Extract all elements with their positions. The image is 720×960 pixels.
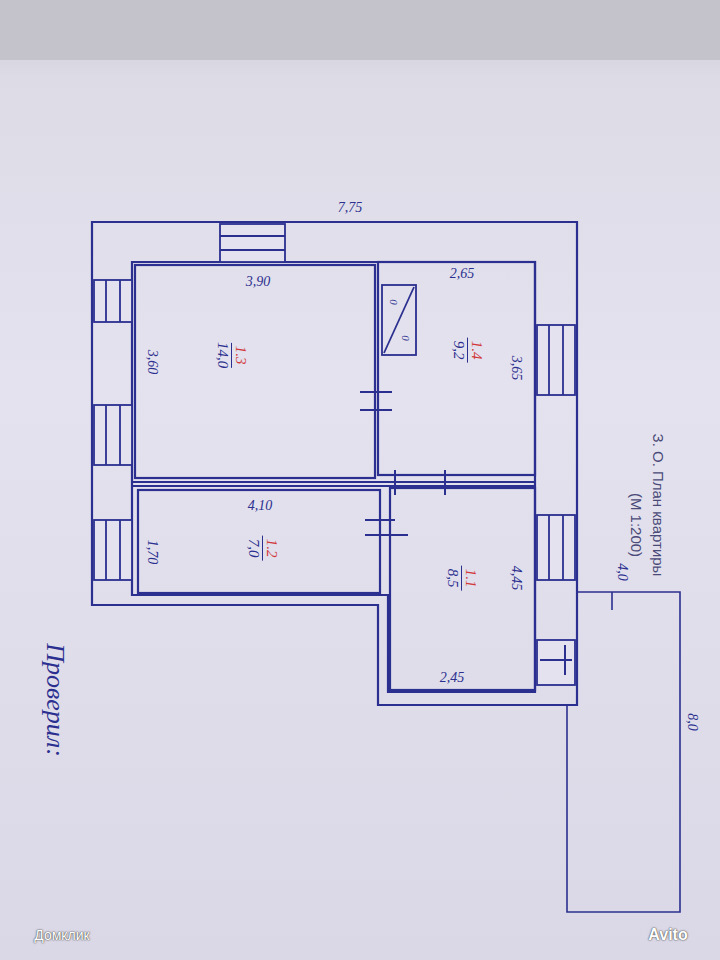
- signature-note: Проверил:: [42, 643, 68, 757]
- door-marks: [360, 392, 572, 675]
- watermark: Avito: [648, 927, 687, 943]
- room-area: 8,5: [445, 569, 462, 588]
- dimension: 2,45: [440, 671, 465, 685]
- watermark: Домклик: [34, 928, 89, 942]
- room-number: 1.4: [468, 338, 486, 363]
- windows: [94, 224, 575, 685]
- dimension: 3,60: [145, 350, 159, 375]
- dimension: 7,75: [338, 201, 363, 215]
- paper-shadow: [0, 0, 720, 60]
- plot-outline: [567, 592, 680, 912]
- dimension: 4,0: [615, 563, 629, 581]
- room-area: 7,0: [246, 539, 263, 558]
- room-area: 14,0: [215, 342, 232, 368]
- dimension: 8,0: [685, 713, 699, 731]
- dimension: 4,45: [509, 566, 523, 591]
- dimension: 3,90: [246, 275, 271, 289]
- dimension: 1,70: [145, 540, 159, 565]
- dimension: 4,10: [248, 499, 273, 513]
- stove-mark: 0: [388, 299, 399, 305]
- dimension: 3,65: [509, 356, 523, 381]
- room: 1.314,0: [135, 265, 375, 478]
- room-number: 1.1: [462, 566, 480, 591]
- room-number: 1.3: [232, 343, 250, 368]
- room-label: 1.27,0: [246, 536, 280, 561]
- room-label: 1.18,5: [445, 566, 479, 591]
- plan-title: З. О. План квартиры: [651, 434, 666, 577]
- room-number: 1.2: [263, 536, 281, 561]
- room-label: 1.314,0: [215, 342, 249, 368]
- stove-symbol: [382, 285, 416, 355]
- room-area: 9,2: [451, 341, 468, 360]
- room-label: 1.49,2: [451, 338, 485, 363]
- stove-mark: 0: [400, 335, 411, 341]
- walls: [92, 222, 577, 705]
- dimension: 2,65: [450, 267, 475, 281]
- plan-scale: (М 1:200): [629, 493, 644, 557]
